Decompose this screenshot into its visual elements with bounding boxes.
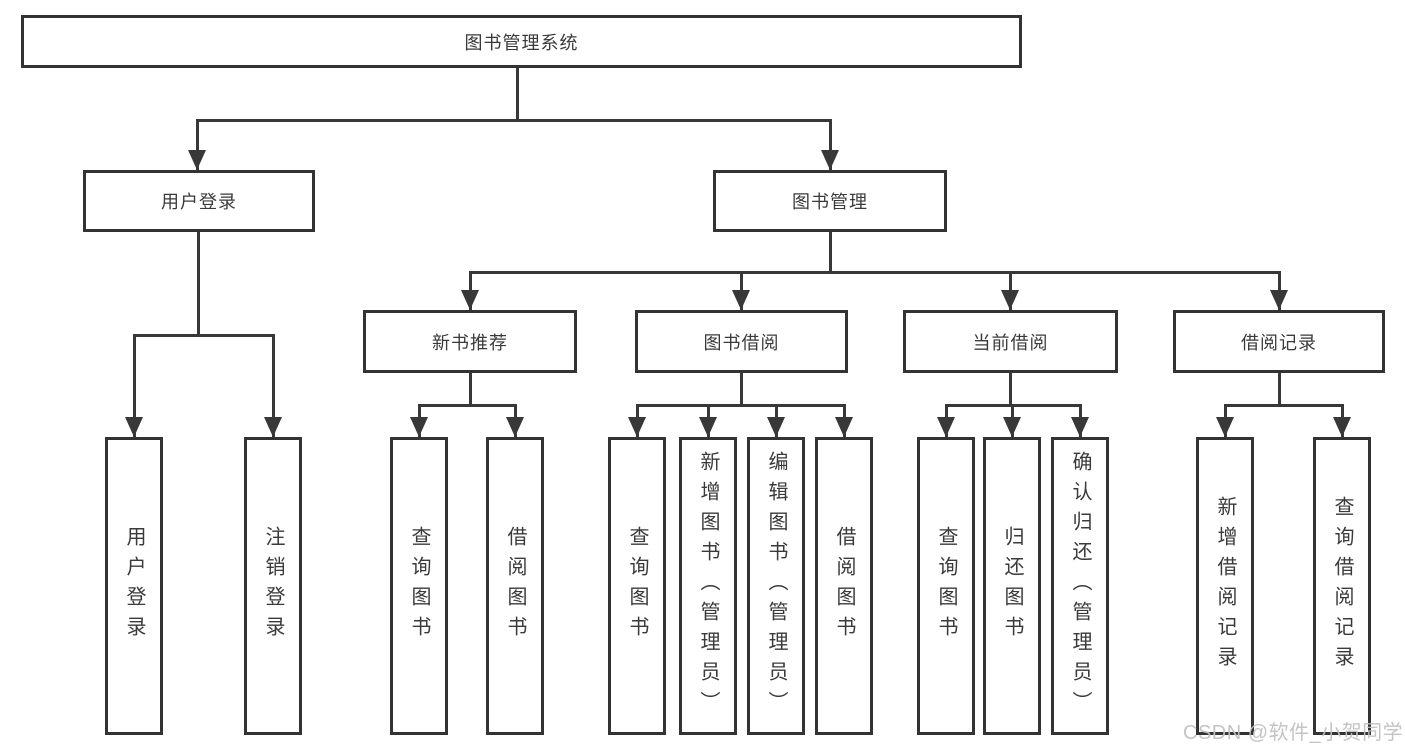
node-label: 借阅图书 (504, 526, 526, 646)
node-label: 编辑图书（管理员） (765, 451, 787, 721)
arrow-down-icon (1003, 417, 1021, 437)
node-leaf-borrow-search-books: 查询图书 (608, 437, 666, 735)
node-label: 查询借阅记录 (1331, 496, 1353, 676)
arrow-down-icon (1071, 417, 1089, 437)
node-leaf-confirm-return-admin: 确认归还（管理员） (1051, 437, 1109, 735)
arrow-down-icon (506, 417, 524, 437)
csdn-watermark: CSDN @软件_小贺同学 (1183, 722, 1404, 744)
node-root: 图书管理系统 (21, 15, 1022, 68)
node-label: 查询图书 (935, 526, 957, 646)
node-leaf-add-borrow-record: 新增借阅记录 (1196, 437, 1254, 735)
arrow-down-icon (264, 417, 282, 437)
node-label: 当前借阅 (972, 332, 1049, 353)
arrow-down-icon (699, 417, 717, 437)
arrow-down-icon (835, 417, 853, 437)
node-label: 新增图书（管理员） (697, 451, 719, 721)
node-leaf-user-login: 用户登录 (105, 437, 163, 735)
node-label: 新书推荐 (432, 332, 508, 353)
node-label: 归还图书 (1001, 526, 1023, 646)
arrow-down-icon (821, 150, 839, 170)
arrow-down-icon (461, 290, 479, 310)
node-label: 确认归还（管理员） (1069, 451, 1091, 721)
connector-bookmgmt-hline (469, 271, 1281, 274)
node-leaf-recommend-search-books: 查询图书 (390, 437, 448, 735)
node-leaf-edit-books-admin: 编辑图书（管理员） (747, 437, 805, 735)
connector-hline (418, 404, 517, 407)
connector-riser (1009, 373, 1012, 407)
node-label: 查询图书 (626, 526, 648, 646)
connector-riser (740, 373, 743, 407)
node-leaf-add-books-admin: 新增图书（管理员） (679, 437, 737, 735)
node-label: 用户登录 (161, 192, 237, 212)
connector-drop (272, 334, 275, 437)
arrow-down-icon (1270, 290, 1288, 310)
node-label: 新增借阅记录 (1214, 496, 1236, 676)
node-root-label: 图书管理系统 (464, 32, 579, 53)
node-label: 借阅记录 (1241, 332, 1317, 353)
connector-root-riser (516, 68, 519, 120)
node-label: 图书借阅 (703, 332, 780, 353)
arrow-down-icon (628, 417, 646, 437)
connector-hline (636, 404, 846, 407)
arrow-down-icon (1216, 417, 1234, 437)
connector-riser (469, 373, 472, 407)
node-leaf-current-search-books: 查询图书 (917, 437, 975, 735)
connector-userlogin-riser (197, 232, 200, 337)
node-leaf-return-books: 归还图书 (983, 437, 1041, 735)
connector-drop-book-mgmt (829, 119, 832, 170)
connector-bookmgmt-riser (829, 232, 832, 274)
arrow-down-icon (410, 417, 428, 437)
arrow-down-icon (1333, 417, 1351, 437)
node-leaf-logout: 注销登录 (244, 437, 302, 735)
node-leaf-borrow-books: 借阅图书 (815, 437, 873, 735)
node-new-book-recommend: 新书推荐 (363, 310, 577, 373)
connector-root-hline (196, 119, 832, 122)
node-leaf-recommend-borrow-books: 借阅图书 (486, 437, 544, 735)
connector-hline (1224, 404, 1344, 407)
node-book-mgmt-branch: 图书管理 (713, 170, 947, 232)
arrow-down-icon (767, 417, 785, 437)
node-label: 查询图书 (408, 526, 430, 646)
node-label: 图书管理 (792, 192, 868, 212)
connector-riser (1278, 373, 1281, 407)
arrow-down-icon (125, 417, 143, 437)
node-label: 用户登录 (123, 526, 145, 646)
node-borrow-records: 借阅记录 (1173, 310, 1385, 373)
arrow-down-icon (937, 417, 955, 437)
node-label: 借阅图书 (833, 526, 855, 646)
arrow-down-icon (1001, 290, 1019, 310)
node-book-borrow: 图书借阅 (635, 310, 848, 373)
node-current-borrow: 当前借阅 (903, 310, 1118, 373)
arrow-down-icon (188, 150, 206, 170)
connector-drop (133, 334, 136, 437)
node-label: 注销登录 (262, 526, 284, 646)
connector-drop-user-login (196, 119, 199, 170)
node-user-login-branch: 用户登录 (83, 170, 315, 232)
node-leaf-search-borrow-record: 查询借阅记录 (1313, 437, 1371, 735)
arrow-down-icon (732, 290, 750, 310)
connector-userlogin-hline (133, 334, 275, 337)
